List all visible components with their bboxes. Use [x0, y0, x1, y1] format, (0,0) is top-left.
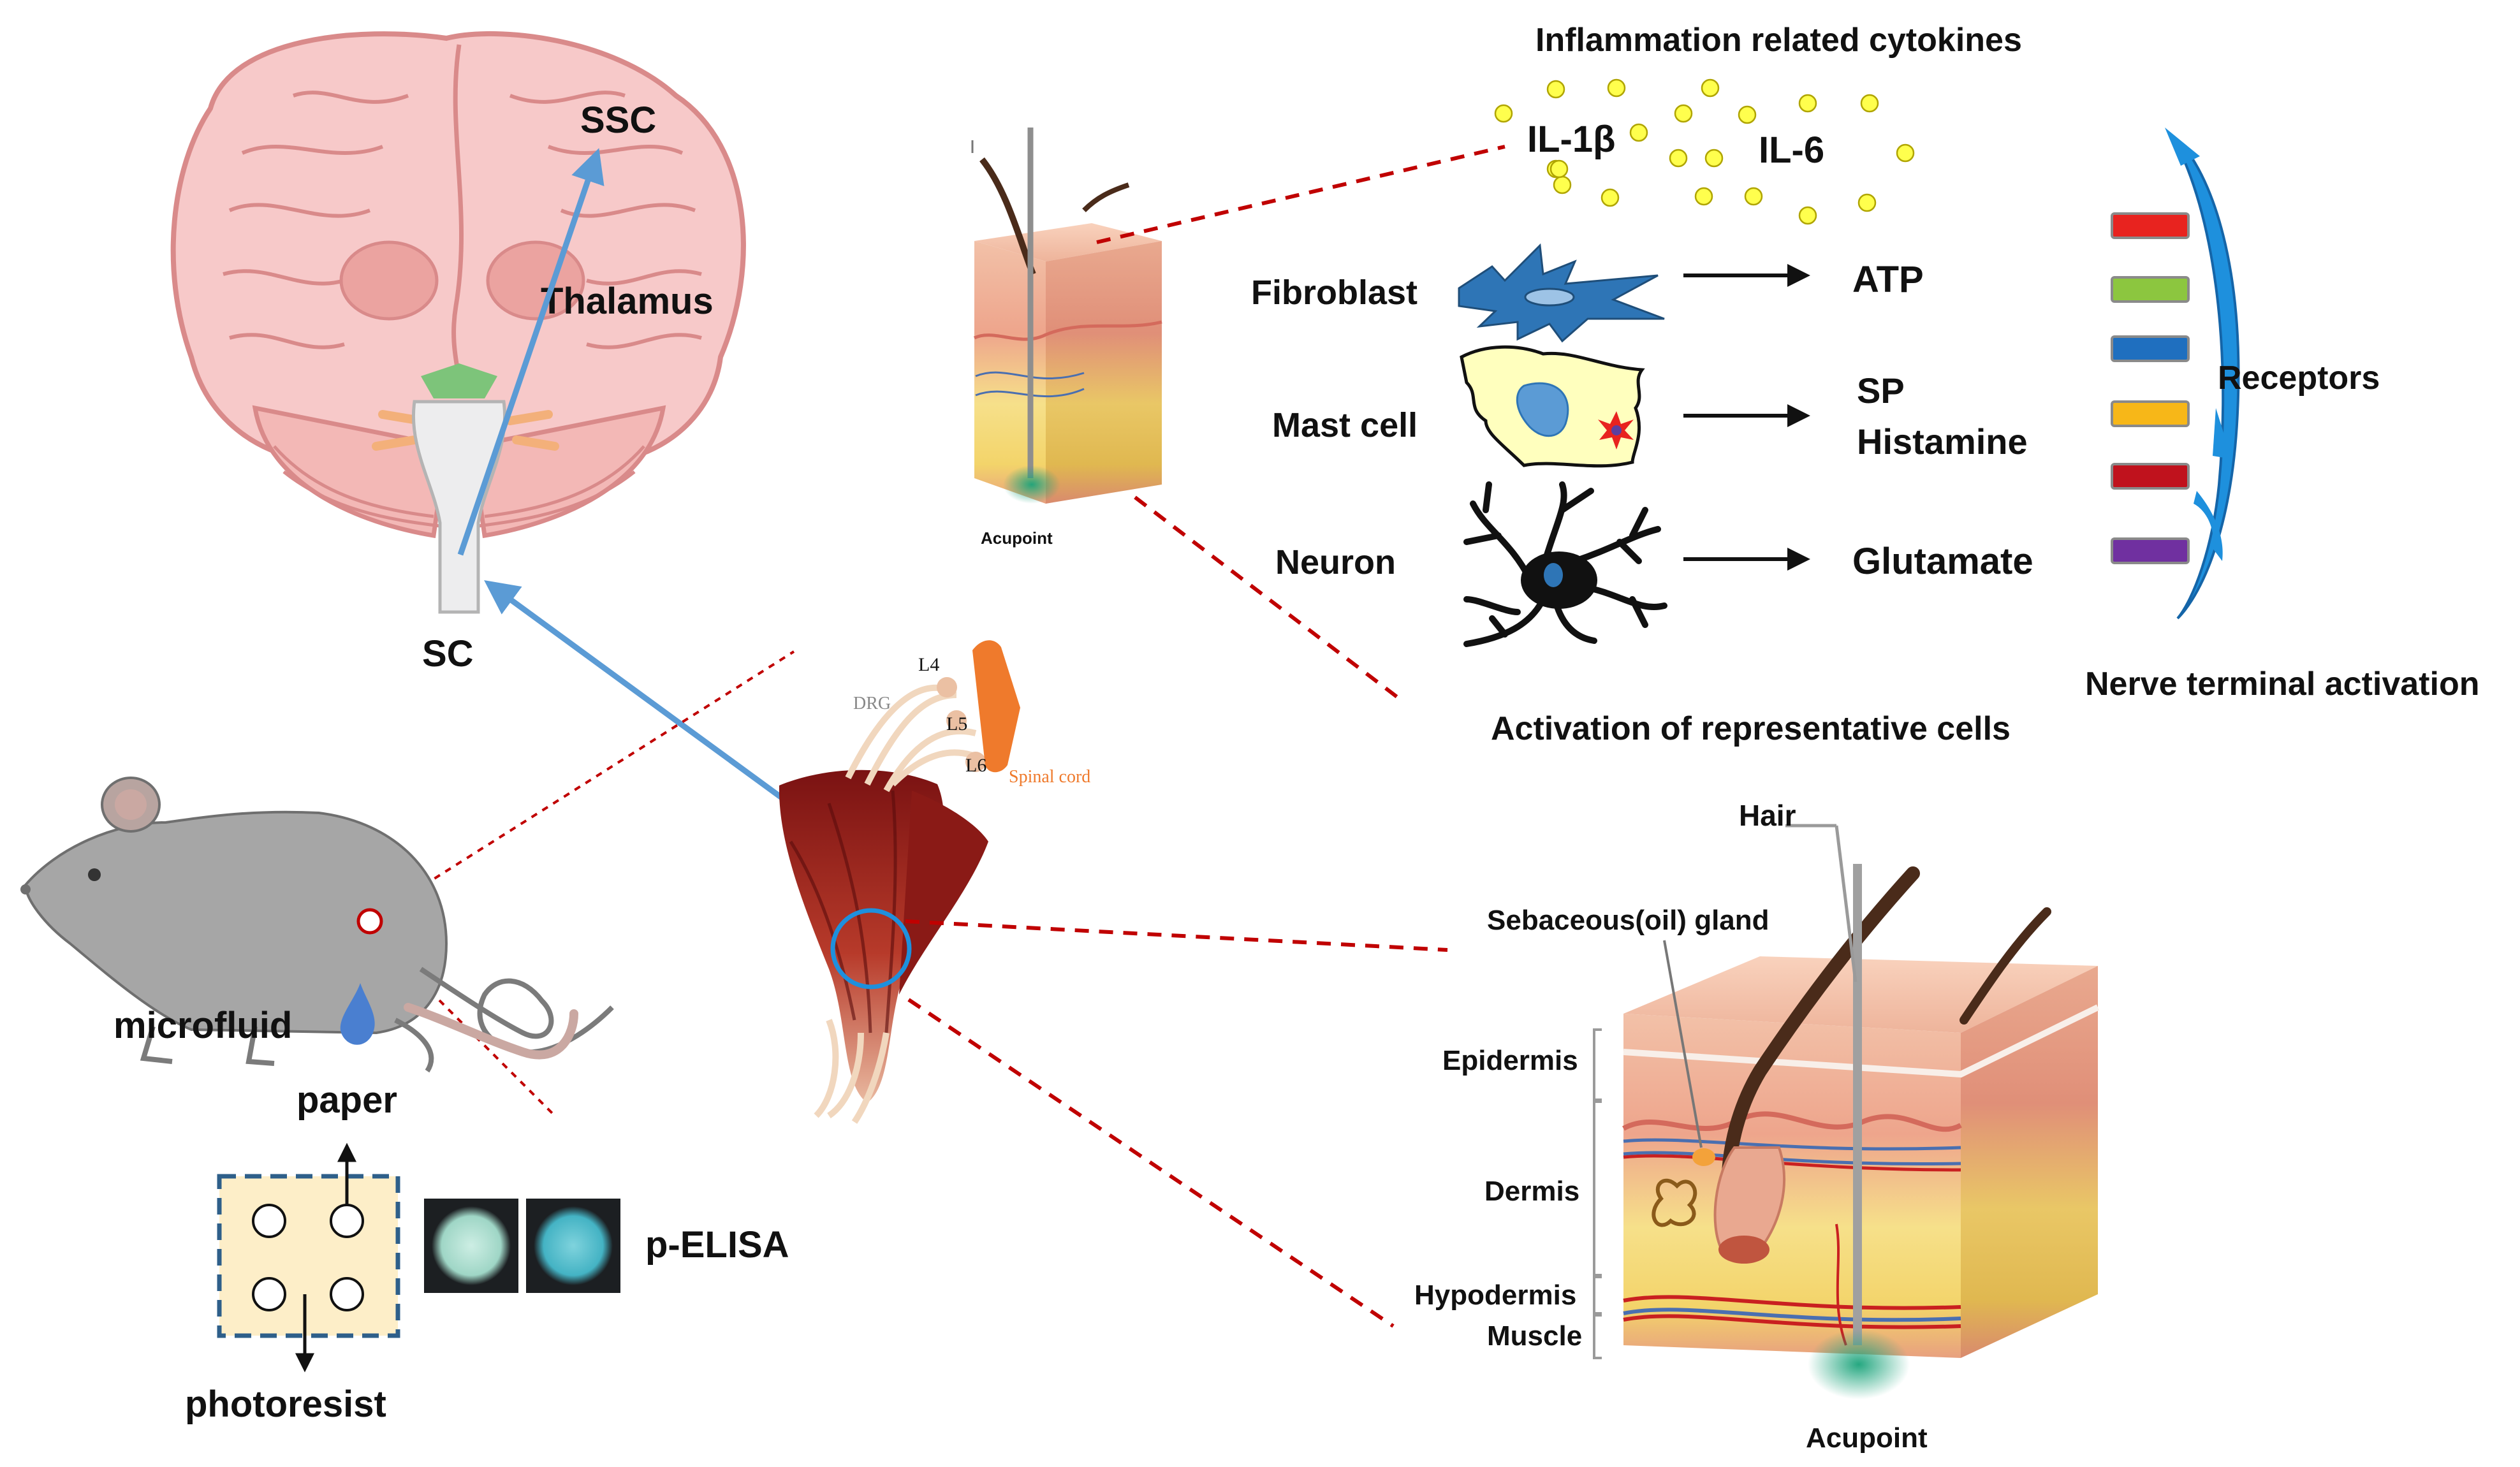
layer-brackets	[1593, 1028, 1602, 1359]
nerve-terminal-icon	[2165, 128, 2240, 620]
mast-cell-label: Mast cell	[1272, 406, 1418, 444]
receptors-label: Receptors	[2218, 360, 2380, 397]
small-skin-block	[971, 128, 1162, 504]
brain-illustration	[170, 31, 746, 614]
microfluid-label: microfluid	[114, 1005, 292, 1046]
spinal-cord-and-muscle	[779, 640, 1020, 1124]
cells-caption: Activation of representative cells	[1491, 710, 2011, 747]
hair-label: Hair	[1739, 799, 1796, 832]
receptor-red	[2111, 212, 2190, 239]
hair-pointer-line-2	[1835, 825, 1857, 982]
receptor-darkred	[2111, 463, 2190, 490]
gland-label: Sebaceous(oil) gland	[1487, 905, 1769, 936]
spinal-cord-label: Spinal cord	[1009, 767, 1090, 787]
receptor-bars	[2111, 212, 2190, 564]
receptor-green	[2111, 276, 2190, 303]
zoom-line-bottom-2	[907, 998, 1395, 1328]
cytokine-dots	[1494, 78, 1915, 225]
large-skin-block	[1622, 864, 2100, 1399]
neuron-icon	[1463, 481, 1667, 647]
large-acupoint-label: Acupoint	[1806, 1422, 1928, 1454]
photoresist-label: photoresist	[185, 1383, 386, 1425]
zoom-line-bottom-1	[905, 919, 1448, 952]
hypodermis-label: Hypodermis	[1414, 1280, 1576, 1311]
pathway-arrow-sc-to-ssc	[457, 148, 604, 556]
paper-label: paper	[297, 1079, 397, 1121]
cytokines-title: Inflammation related cytokines	[1535, 22, 2022, 59]
glutamate-label: Glutamate	[1852, 541, 2033, 582]
paper-chip	[217, 1174, 400, 1338]
receptor-purple	[2111, 537, 2190, 564]
receptor-blue	[2111, 335, 2190, 362]
muscle-label: Muscle	[1487, 1320, 1582, 1352]
sp-label: SP	[1857, 370, 1905, 411]
drg-label: DRG	[853, 694, 891, 713]
histamine-label: Histamine	[1857, 421, 2028, 462]
elisa-result-images	[424, 1199, 620, 1293]
zoom-line-top-2	[1134, 495, 1404, 703]
level-l5-label: L5	[946, 713, 967, 734]
il1b-label: IL-1β	[1527, 119, 1616, 160]
neuron-label: Neuron	[1275, 543, 1396, 581]
zoom-line-top-1	[1096, 145, 1505, 244]
mouse-illustration	[20, 777, 614, 1073]
epidermis-label: Epidermis	[1442, 1045, 1578, 1076]
receptors-caption: Nerve terminal activation	[2085, 666, 2479, 703]
gland-pointer-line	[1663, 940, 1703, 1148]
thalamus-label: Thalamus	[541, 281, 714, 322]
receptor-yellow	[2111, 400, 2190, 427]
sc-label: SC	[422, 633, 474, 675]
dermis-label: Dermis	[1484, 1176, 1579, 1207]
level-l6-label: L6	[965, 755, 986, 776]
ssc-label: SSC	[580, 99, 656, 141]
small-acupoint-label: Acupoint	[981, 529, 1053, 548]
fibroblast-label: Fibroblast	[1251, 274, 1418, 312]
level-l4-label: L4	[918, 654, 939, 675]
atp-label: ATP	[1852, 259, 1924, 300]
acupoint-circle	[830, 908, 912, 989]
p-elisa-label: p-ELISA	[645, 1224, 789, 1266]
zoom-line-mouse-1	[369, 650, 795, 921]
il6-label: IL-6	[1759, 129, 1824, 171]
